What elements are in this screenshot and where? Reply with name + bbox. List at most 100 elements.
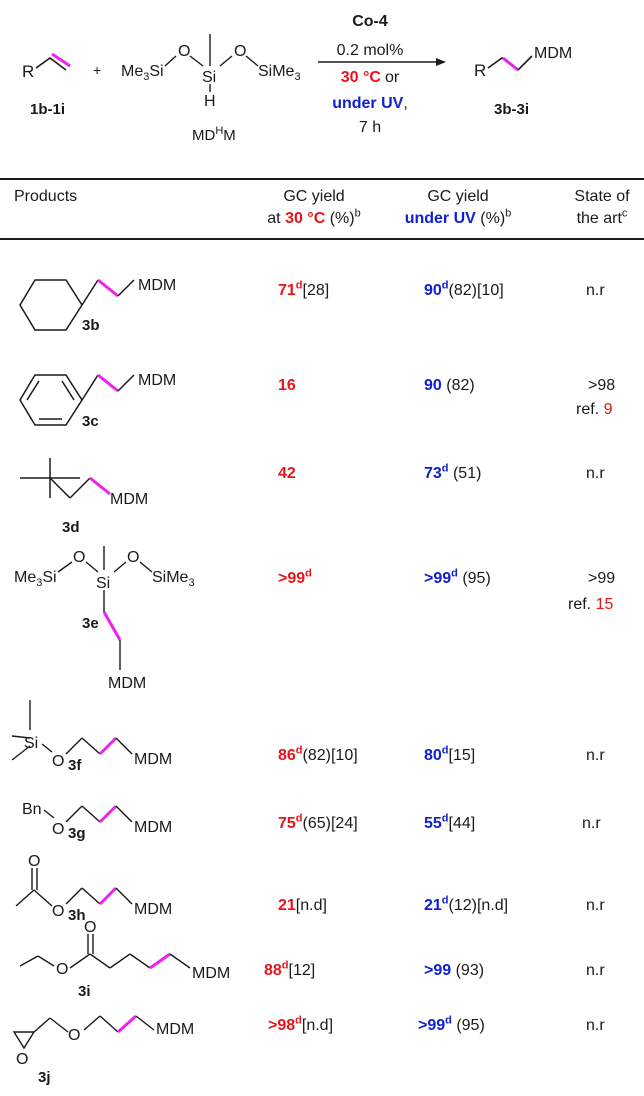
row-4-label: 3e (82, 615, 99, 632)
table-top-rule (0, 178, 644, 180)
row-8-group: MDM (192, 965, 230, 982)
alkene-highlight (51, 52, 71, 68)
header-uv: under UV (404, 210, 476, 227)
row-9-o: O (68, 1027, 80, 1044)
row-3-yield-30: 42 (278, 465, 296, 482)
row-4-yield-30: >99d (278, 567, 312, 587)
header-gc-30-line1: GC yield (283, 188, 345, 205)
row-6-label: 3g (68, 825, 86, 842)
row-3-label: 3d (62, 519, 80, 536)
siloxane-si: Si (202, 69, 216, 86)
comma-text: , (403, 95, 407, 112)
header-sup-c: c (621, 207, 628, 220)
row-5-si: Si (24, 735, 38, 752)
row-2-group: MDM (138, 372, 176, 389)
row-9-yield-30: >98d[n.d] (268, 1014, 334, 1034)
header-state-text: the art (576, 210, 622, 227)
table-header-rule (0, 238, 644, 240)
structure-3d (20, 458, 111, 499)
siloxane-o2: O (234, 43, 246, 60)
reaction-scheme: R 1b-1i + Me3Si O Si H O SiMe3 MDHM Co-4… (22, 13, 572, 144)
row-7-o-carbonyl: O (28, 853, 40, 870)
row-8-yield-uv: >99 (93) (424, 962, 485, 979)
row-6-bn: Bn (22, 801, 42, 818)
time-condition: 7 h (359, 119, 381, 136)
row-5-group: MDM (134, 751, 172, 768)
row-6-o: O (52, 821, 64, 838)
row-5-yield-uv: 80d[15] (424, 744, 476, 764)
row-4-sota: >99 (588, 570, 616, 587)
row-7-o: O (52, 903, 64, 920)
structures-column: MDM 3b MDM 3c MDM 3d Me3Si O Si O SiMe3 (11, 277, 230, 1086)
header-state-line2: the artc (560, 208, 644, 230)
product-r-text: R (474, 61, 486, 80)
header-state-line1: State of (574, 188, 630, 205)
row-8-yield-30: 88d[12] (264, 959, 316, 979)
row-2-yield-uv: 90 (82) (424, 377, 475, 394)
substrate-r-text: R (22, 62, 34, 81)
row-2-sota: >98 (588, 377, 616, 394)
row-5-label: 3f (68, 757, 82, 774)
row-9-group: MDM (156, 1021, 194, 1038)
row-2-yield-30: 16 (278, 377, 296, 394)
row-8-o-carbonyl: O (84, 919, 96, 936)
header-gc-uv: GC yield under UV (%)b (392, 186, 524, 230)
row-5-sota: n.r (586, 747, 605, 764)
row-7-yield-uv: 21d(12)[n.d] (424, 894, 509, 914)
row-9-yield-uv: >99d (95) (418, 1014, 485, 1034)
substrate-label: 1b-1i (30, 101, 65, 118)
row-3-group: MDM (110, 491, 148, 508)
header-gc-uv-line2: under UV (%)b (392, 208, 524, 230)
row-7-label: 3h (68, 907, 86, 924)
header-sup-b1: b (354, 207, 361, 220)
row-1-group: MDM (138, 277, 176, 294)
siloxane-left-text: Me3Si (121, 63, 164, 83)
row-1-sota: n.r (586, 282, 605, 299)
row-7-sota: n.r (586, 897, 605, 914)
row-4-o2: O (127, 549, 139, 566)
row-4-group: MDM (108, 675, 146, 692)
row-6-sota: n.r (582, 815, 601, 832)
row-8-label: 3i (78, 983, 91, 1000)
row-4-yield-uv: >99d (95) (424, 567, 491, 587)
header-gc-uv-line1: GC yield (427, 188, 489, 205)
row-7-yield-30: 21[n.d] (278, 897, 327, 914)
catalyst-name: Co-4 (352, 13, 388, 30)
row-2-ref: ref. 9 (576, 401, 613, 418)
catalyst-loading: 0.2 mol% (337, 42, 404, 59)
product-group-text: MDM (534, 45, 572, 62)
header-pct-1: (%) (329, 210, 355, 227)
row-4-sime3: SiMe3 (152, 569, 195, 589)
siloxane-h: H (204, 93, 216, 110)
header-gc-30: GC yield at 30 °C (%)b (248, 186, 380, 230)
row-4-me3si: Me3Si (14, 569, 57, 589)
header-sup-b2: b (505, 207, 512, 220)
row-2-label: 3c (82, 413, 99, 430)
header-temp: 30 °C (285, 210, 326, 227)
row-4-o1: O (73, 549, 85, 566)
header-gc-30-line2: at 30 °C (%)b (248, 208, 380, 230)
uv-text: under UV (332, 95, 403, 112)
header-products: Products (14, 188, 78, 205)
row-9-o-epoxide: O (16, 1051, 28, 1068)
row-6-yield-uv: 55d[44] (424, 812, 476, 832)
header-state: State of the artc (560, 186, 644, 230)
row-8-o: O (56, 961, 68, 978)
row-9-sota: n.r (586, 1017, 605, 1034)
row-5-yield-30: 86d(82)[10] (278, 744, 358, 764)
row-9-label: 3j (38, 1069, 51, 1086)
product-highlight (502, 56, 519, 72)
siloxane-o1: O (178, 43, 190, 60)
temp-text: 30 °C (341, 69, 382, 86)
row-6-yield-30: 75d(65)[24] (278, 812, 358, 832)
header-at: at (267, 210, 281, 227)
row-3-sota: n.r (586, 465, 605, 482)
structure-3c (19, 373, 135, 426)
row-5-o: O (52, 753, 64, 770)
plus-sign: + (93, 62, 101, 78)
row-7-group: MDM (134, 901, 172, 918)
uv-condition: under UV, (332, 95, 408, 112)
product-label: 3b-3i (494, 101, 529, 118)
reagent-label: MDHM (192, 125, 236, 144)
